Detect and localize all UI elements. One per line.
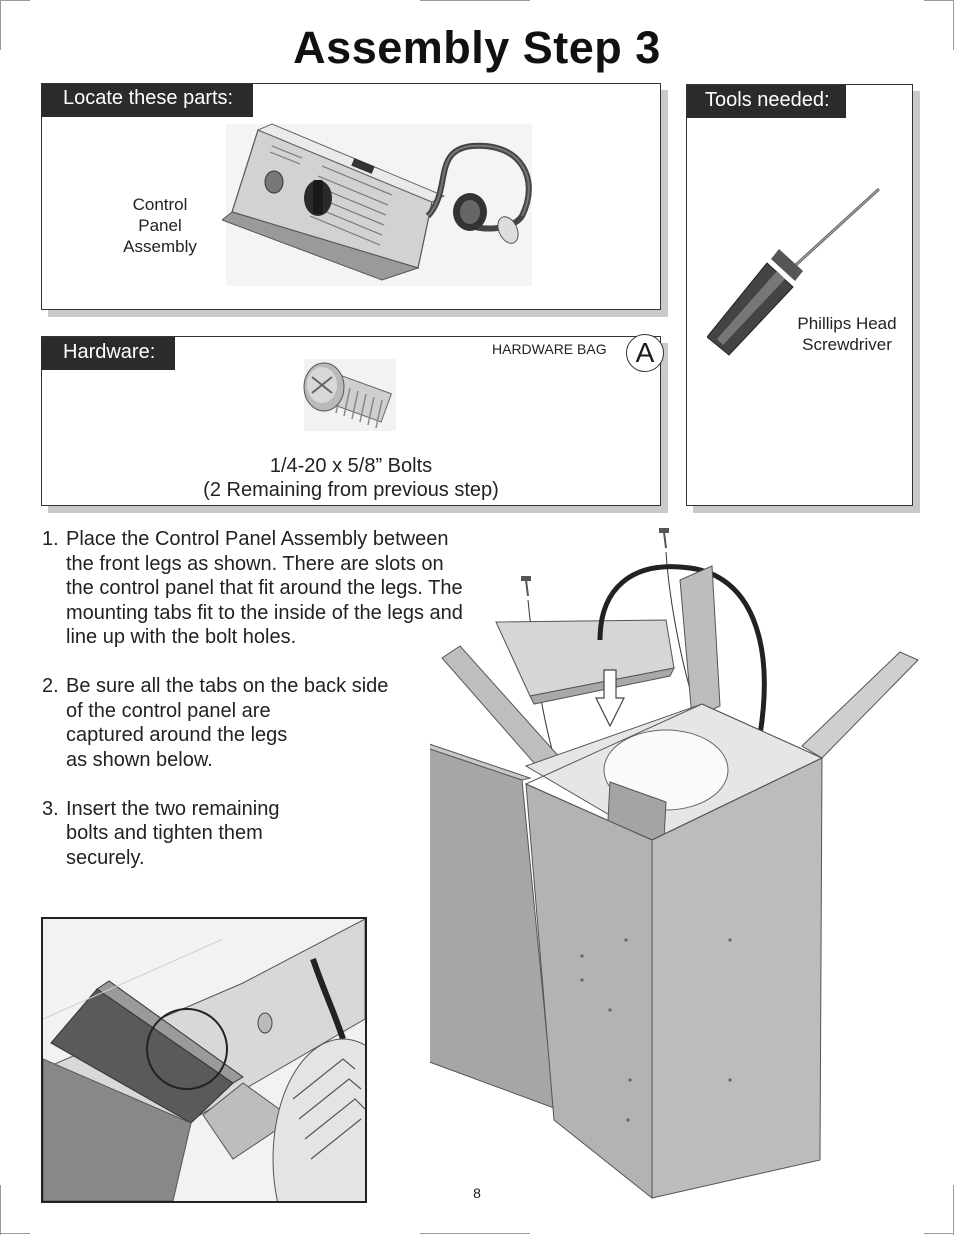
control-panel-illustration — [222, 123, 532, 286]
crop-mark — [924, 1233, 954, 1234]
crop-mark — [924, 0, 954, 1]
page-title: Assembly Step 3 — [293, 22, 661, 73]
instruction-step: 1. Place the Control Panel Assembly betw… — [42, 527, 463, 650]
step-text: Place the Control Panel Assembly between… — [66, 528, 463, 648]
instruction-steps: 1. Place the Control Panel Assembly betw… — [42, 527, 463, 895]
crop-mark — [0, 0, 1, 50]
crop-mark — [420, 1233, 530, 1234]
step-number: 2. — [42, 675, 59, 697]
parts-panel: Locate these parts: Control Panel Assemb… — [41, 83, 661, 310]
tab-detail-illustration — [43, 919, 365, 1201]
step-text: Be sure all the tabs on the back side of… — [66, 675, 389, 771]
hardware-panel: Hardware: HARDWARE BAG A 1/4-20 x 5/8” B… — [41, 334, 664, 506]
hardware-bag-letter: A — [626, 334, 664, 372]
cart-assembly-illustration — [430, 528, 919, 1200]
bolt-note: (2 Remaining from previous step) — [203, 479, 499, 501]
hardware-bag-label: HARDWARE BAG — [492, 341, 607, 357]
crop-mark — [0, 0, 30, 1]
parts-panel-tab: Locate these parts: — [42, 84, 254, 117]
crop-mark — [0, 1233, 30, 1234]
crop-mark — [0, 1185, 1, 1235]
crop-mark — [420, 0, 530, 1]
bolt-description: 1/4-20 x 5/8” Bolts — [269, 455, 433, 477]
bolt-icon — [303, 359, 396, 431]
detail-view — [41, 917, 367, 1203]
step-text: Insert the two remaining bolts and tight… — [66, 797, 280, 869]
hardware-panel-tab: Hardware: — [42, 337, 176, 370]
screwdriver-icon — [707, 187, 881, 356]
instruction-step: 2. Be sure all the tabs on the back side… — [42, 674, 463, 772]
screwdriver-label: Phillips Head Screwdriver — [797, 314, 897, 354]
step-number: 3. — [42, 797, 59, 820]
control-panel-label: Control Panel Assembly — [123, 195, 197, 256]
tools-panel-tab: Tools needed: — [687, 85, 846, 118]
instruction-step: 3. Insert the two remaining bolts and ti… — [42, 797, 463, 871]
step-number: 1. — [42, 528, 59, 550]
page-number: 8 — [473, 1185, 481, 1201]
tools-panel: Tools needed: Phillips Head Screwdriver — [686, 84, 913, 506]
